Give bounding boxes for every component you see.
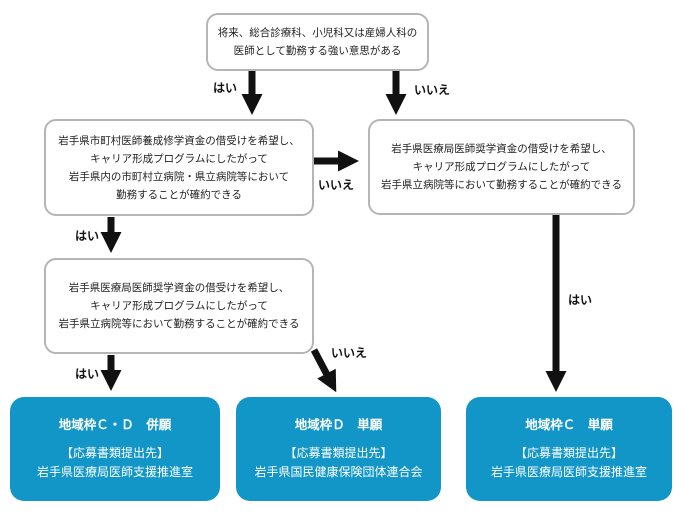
question-4-line: 岩手県立病院等において勤務することが確約できる — [58, 318, 300, 330]
result-cd-title: 地域枠Ｃ・Ｄ 併願 — [58, 417, 172, 432]
label-q1-yes: はい — [213, 81, 238, 95]
question-box-2: 岩手県市町村医師養成修学資金の借受けを希望し、 キャリア形成プログラムにしたがっ… — [44, 119, 314, 216]
label-q1-no: いいえ — [414, 83, 451, 97]
label-q4-yes: はい — [75, 367, 100, 381]
label-q3-no: いいえ — [331, 346, 368, 360]
question-4-line: 岩手県医療局医師奨学資金の借受けを希望し、 — [68, 282, 290, 294]
question-2-line: 勤務することが確約できる — [116, 188, 242, 201]
question-2-line: キャリア形成プログラムにしたがって — [90, 152, 268, 165]
result-box-cd: 地域枠Ｃ・Ｄ 併願 【応募書類提出先】 岩手県医療局医師支援推進室 — [10, 397, 220, 501]
question-1-line: 将来、総合診療科、小児科又は産婦人科の — [217, 27, 418, 39]
label-q2-yes: はい — [75, 229, 100, 243]
question-1-line: 医師として勤務する強い意思がある — [233, 45, 402, 57]
label-q2-no: いいえ — [318, 178, 355, 192]
question-4-line: キャリア形成プログラムにしたがって — [90, 300, 268, 312]
question-3-line: キャリア形成プログラムにしたがって — [412, 161, 591, 173]
result-c-submit-label: 【応募書類提出先】 — [514, 446, 623, 460]
arrow-q4-to-result-d — [310, 348, 337, 393]
result-c-submit-to: 岩手県医療局医師支援推進室 — [490, 465, 647, 479]
question-box-1: 将来、総合診療科、小児科又は産婦人科の 医師として勤務する強い意思がある — [206, 13, 429, 71]
question-box-3: 岩手県医療局医師奨学資金の借受けを希望し、 キャリア形成プログラムにしたがって … — [368, 119, 635, 215]
result-d-submit-label: 【応募書類提出先】 — [284, 446, 393, 460]
result-d-title: 地域枠Ｄ 単願 — [294, 417, 383, 432]
result-d-submit-to: 岩手県国民健康保険団体連合会 — [254, 465, 423, 479]
question-2-line: 岩手県市町村医師養成修学資金の借受けを希望し、 — [58, 134, 300, 147]
result-box-d: 地域枠Ｄ 単願 【応募書類提出先】 岩手県国民健康保険団体連合会 — [236, 397, 441, 501]
question-box-4: 岩手県医療局医師奨学資金の借受けを希望し、 キャリア形成プログラムにしたがって … — [44, 258, 314, 354]
question-3-line: 岩手県医療局医師奨学資金の借受けを希望し、 — [391, 143, 612, 155]
result-cd-submit-to: 岩手県医療局医師支援推進室 — [36, 465, 193, 479]
result-cd-submit-label: 【応募書類提出先】 — [60, 446, 169, 460]
question-3-line: 岩手県立病院等において勤務することが確約できる — [381, 179, 622, 191]
result-box-c: 地域枠Ｃ 単願 【応募書類提出先】 岩手県医療局医師支援推進室 — [466, 397, 672, 501]
result-c-title: 地域枠Ｃ 単願 — [525, 417, 613, 432]
label-q3-yes: はい — [568, 293, 593, 307]
question-2-line: 岩手県内の市町村立病院・県立病院等において — [68, 170, 290, 183]
